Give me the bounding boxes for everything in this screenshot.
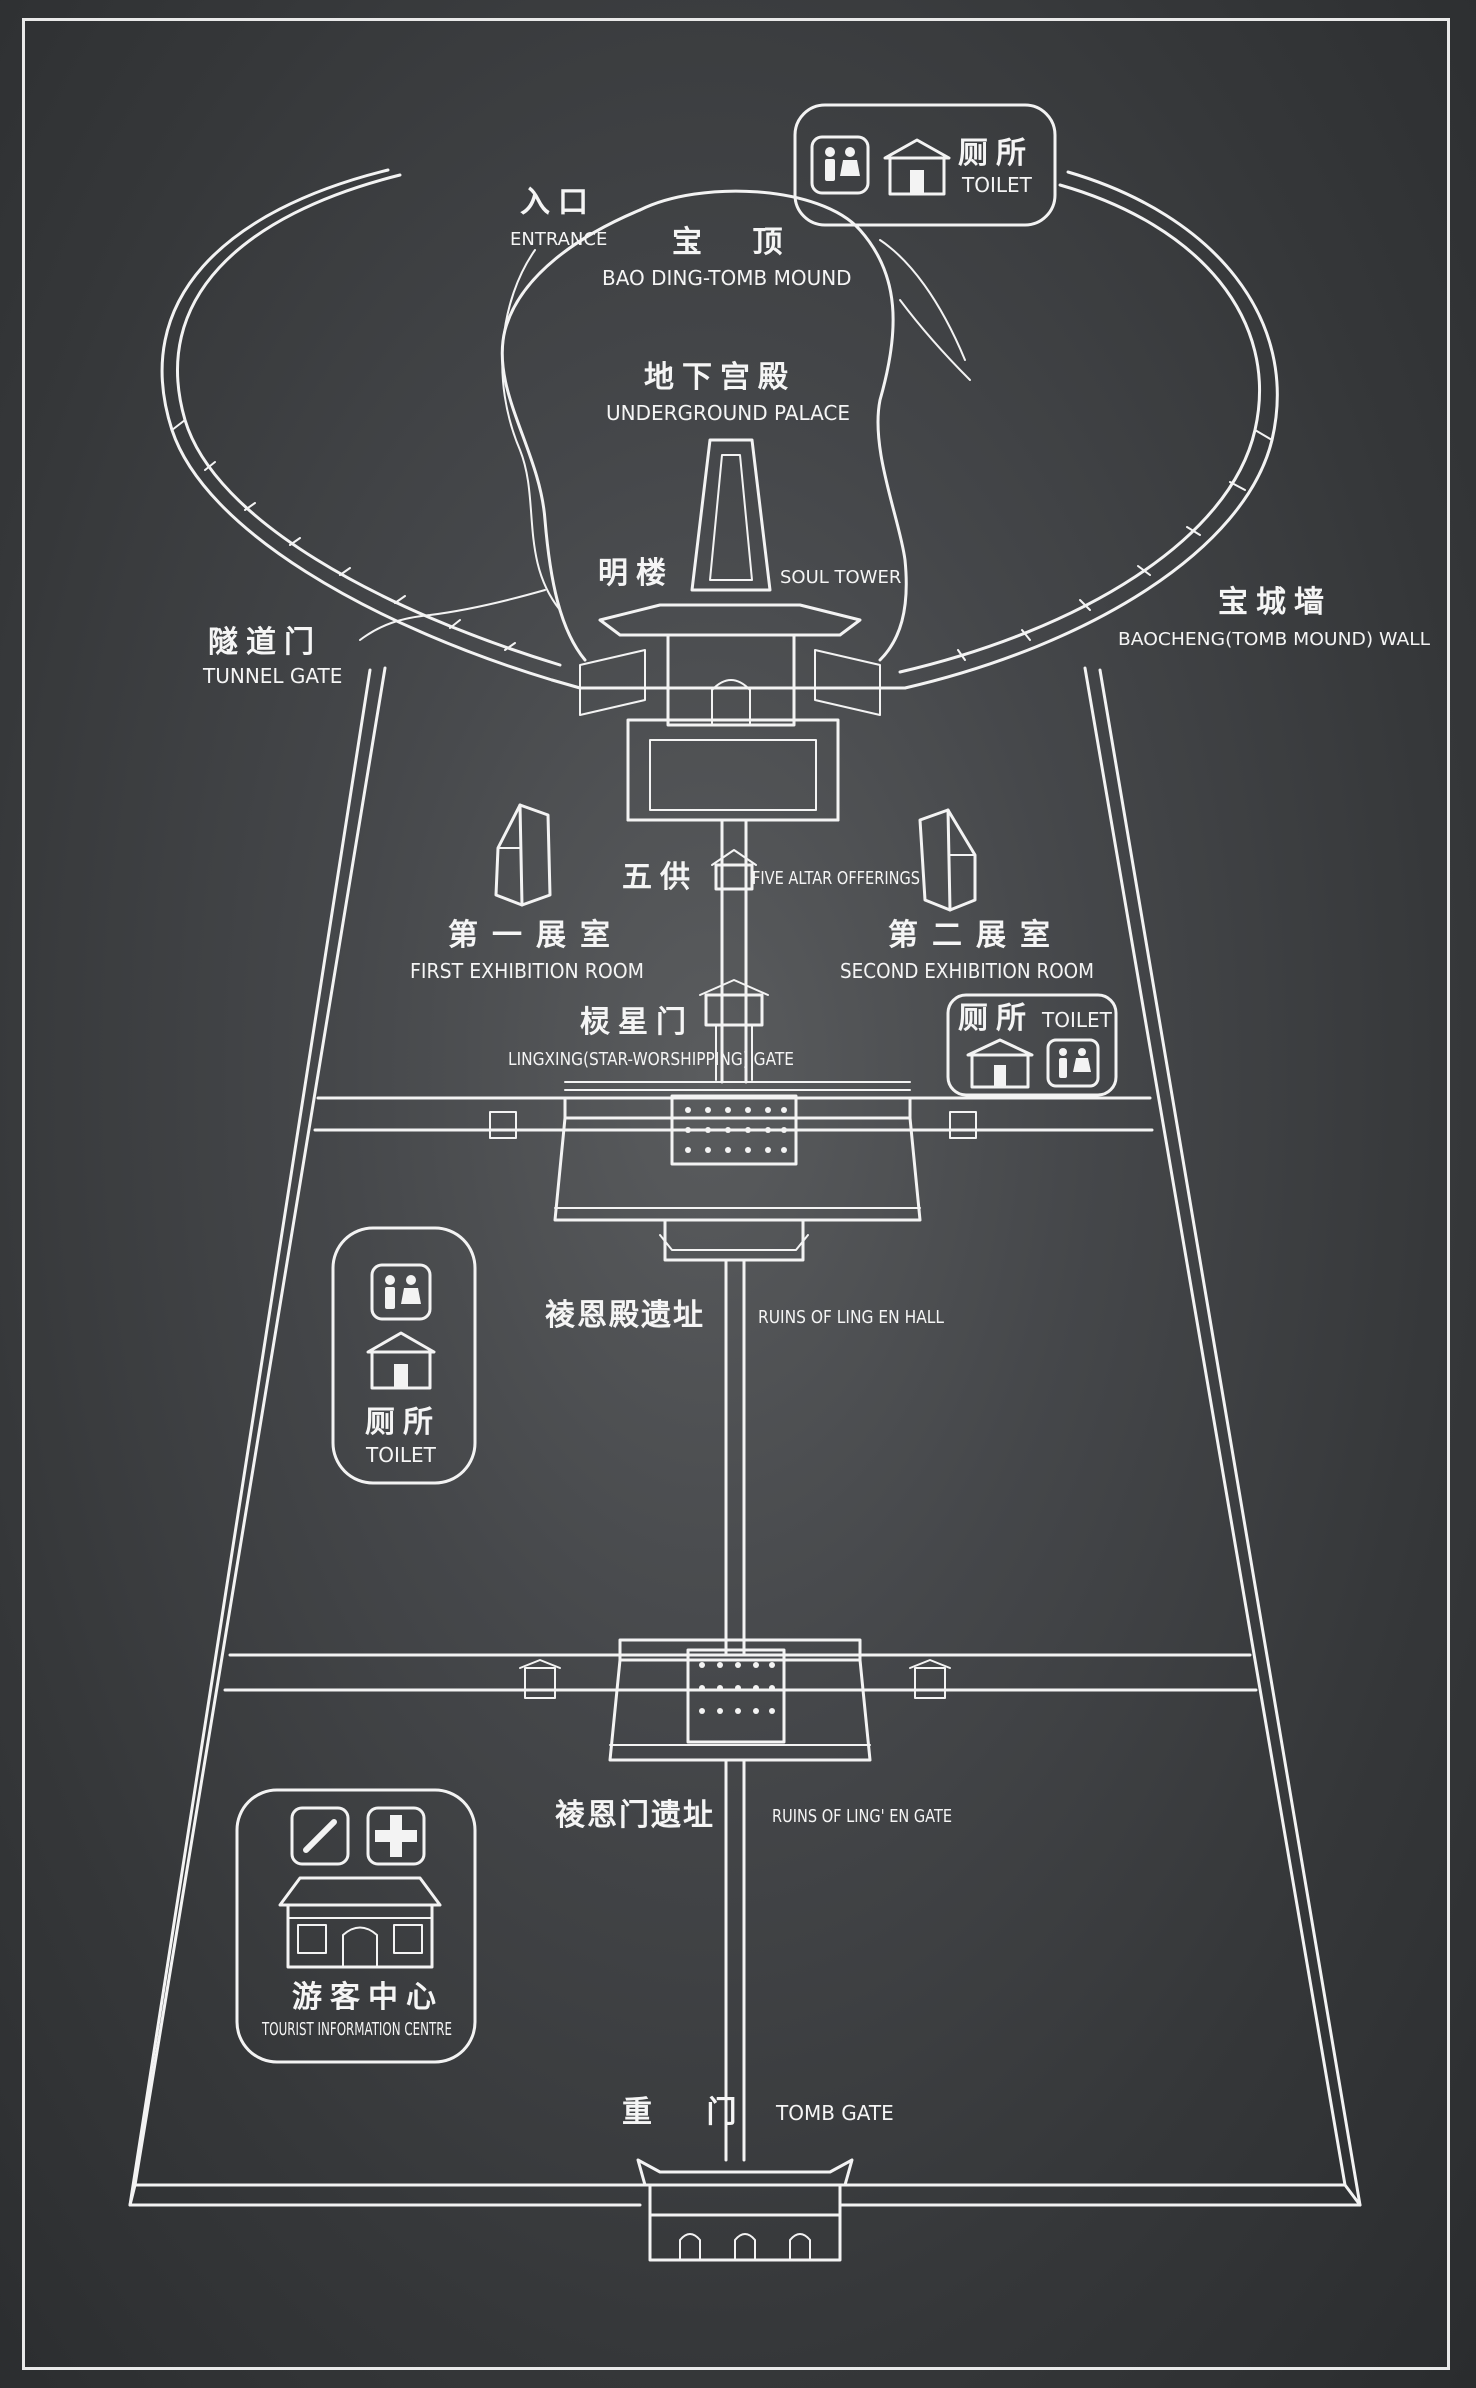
- toilet-top-en: TOILET: [961, 173, 1033, 197]
- central-axis-path: [720, 818, 748, 2162]
- five-altar-offerings: [711, 849, 757, 891]
- baocheng-wall: [160, 168, 1279, 690]
- person-pair-icon: [370, 1263, 432, 1321]
- tunnel-gate-label-zh: 隧道门: [208, 625, 322, 660]
- toilet-left-en: TOILET: [365, 1443, 437, 1467]
- tourist-centre-en: TOURIST INFORMATION CENTRE: [261, 2019, 452, 2040]
- tourist-centre-zh: 游客中心: [292, 1980, 444, 2015]
- mound-label-en: BAO DING-TOMB MOUND: [602, 266, 852, 290]
- house-icon: [366, 1331, 436, 1390]
- entrance-label-zh: 入口: [520, 185, 596, 220]
- house-icon: [883, 138, 951, 196]
- soul-tower: [579, 438, 881, 822]
- altar-label-en: FIVE ALTAR OFFERINGS: [752, 868, 920, 889]
- toilet-right-zh: 厕所: [958, 1001, 1034, 1036]
- wall-label-en: BAOCHENG(TOMB MOUND) WALL: [1118, 629, 1430, 650]
- palace-label-zh: 地下宫殿: [644, 360, 796, 395]
- first-room-label-en: FIRST EXHIBITION ROOM: [410, 959, 644, 983]
- toilet-sign-left: 厕所 TOILET: [331, 1226, 477, 1485]
- lingxing-gate-label-zh: 棂星门: [580, 1005, 694, 1040]
- toilet-top-zh: 厕所: [958, 136, 1034, 171]
- lingxing-gate-label-en: LINGXING(STAR-WORSHIPPING) GATE: [508, 1049, 794, 1070]
- wall-label-zh: 宝城墙: [1218, 585, 1332, 620]
- entrance-label-en: ENTRANCE: [510, 229, 607, 250]
- lingen-gate-label-en: RUINS OF LING' EN GATE: [772, 1806, 952, 1827]
- tomb-gate-label-zh: 重 门: [622, 2095, 758, 2130]
- second-room-label-en: SECOND EXHIBITION ROOM: [840, 959, 1094, 983]
- lingxing-gate: [699, 979, 769, 1081]
- first-room-label-zh: 第一展室: [448, 918, 624, 953]
- lingen-gate-label-zh: 祾恩门遗址: [555, 1798, 715, 1833]
- tomb-gate-label-en: TOMB GATE: [775, 2101, 894, 2125]
- tunnel-gate-label-en: TUNNEL GATE: [202, 664, 342, 688]
- soul-tower-label-en: SOUL TOWER: [780, 567, 901, 588]
- lingen-hall-label-en: RUINS OF LING EN HALL: [758, 1307, 944, 1328]
- house-icon: [966, 1038, 1034, 1089]
- tomb-gate-building: [636, 2158, 854, 2262]
- mound-label-zh: 宝 顶: [672, 225, 802, 260]
- tourist-centre-sign: 游客中心 TOURIST INFORMATION CENTRE: [235, 1788, 477, 2064]
- board-frame: [22, 18, 1450, 2370]
- building-icon: [278, 1876, 442, 1969]
- toilet-left-zh: 厕所: [365, 1405, 441, 1440]
- toilet-right-en: TOILET: [1041, 1008, 1113, 1032]
- bao-ding-tomb-mound: [359, 189, 971, 662]
- toilet-sign-right: 厕所 TOILET: [946, 993, 1118, 1097]
- phone-icon: [290, 1806, 350, 1866]
- toilet-sign-top: 厕所 TOILET: [793, 103, 1057, 227]
- person-pair-icon: [810, 135, 870, 195]
- lingen-hall-label-zh: 祾恩殿遗址: [545, 1298, 705, 1333]
- palace-label-en: UNDERGROUND PALACE: [606, 401, 850, 425]
- altar-label-zh: 五供: [622, 860, 698, 895]
- second-room-label-zh: 第二展室: [888, 918, 1064, 953]
- first-aid-cross-icon: [366, 1806, 426, 1866]
- ling-en-hall-courtyard: [313, 1081, 1154, 1262]
- person-pair-icon: [1046, 1038, 1100, 1088]
- ling-en-gate-courtyard: [223, 1638, 1258, 1762]
- soul-tower-label-zh: 明楼: [598, 556, 674, 591]
- second-exhibition-room-building: [918, 808, 977, 912]
- first-exhibition-room-building: [494, 803, 552, 907]
